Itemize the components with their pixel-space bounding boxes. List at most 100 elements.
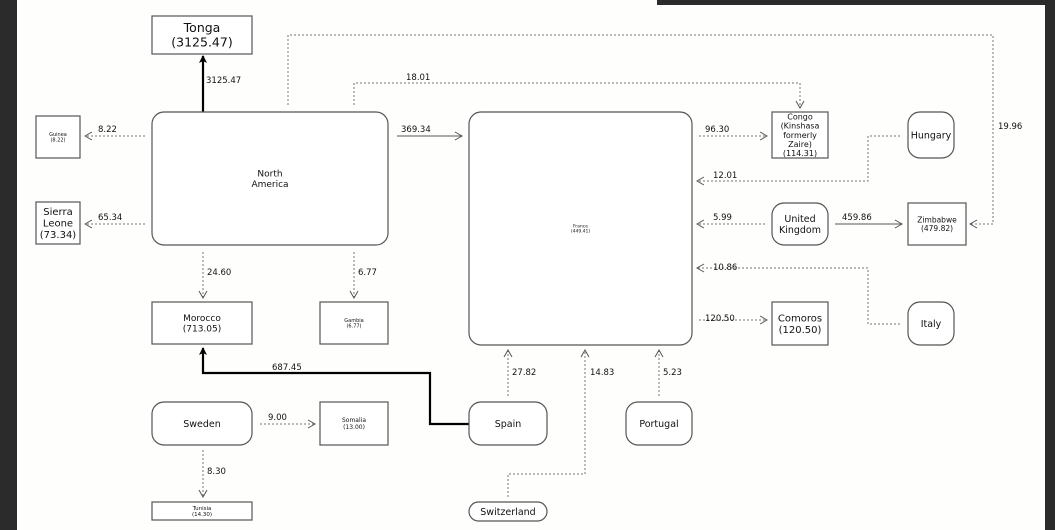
node-guinea[interactable]: Guinea(8.22) (35, 115, 81, 159)
edge-hungary-to-france: 12.01 (695, 135, 900, 186)
edge-north_america-to-france: 369.34 (397, 125, 464, 141)
node-label: (449.41) (571, 229, 591, 235)
edge-france-to-comoros: 120.50 (699, 314, 769, 325)
node-shape (625, 401, 693, 446)
node-label: Zimbabwe (917, 215, 957, 224)
edge-value-label: 14.83 (590, 368, 614, 378)
edge-value-label: 5.99 (713, 213, 732, 223)
edge-value-label: 3125.47 (206, 76, 241, 86)
node-shape (151, 301, 253, 345)
node-zimbabwe[interactable]: Zimbabwe(479.82) (907, 202, 967, 246)
node-label: Gambia (344, 318, 363, 324)
node-label: France (573, 223, 588, 229)
node-shape (319, 301, 389, 345)
node-spain[interactable]: Spain (468, 401, 548, 446)
window-frame-left (0, 0, 17, 530)
node-portugal[interactable]: Portugal (625, 401, 693, 446)
node-shape (907, 202, 967, 246)
node-shape (35, 115, 81, 159)
edge-line (353, 82, 805, 110)
node-france[interactable]: France(449.41) (468, 111, 693, 346)
node-label: Guinea (49, 132, 67, 138)
node-label: United (784, 214, 815, 225)
node-label: (Kinshasa (781, 122, 820, 131)
node-shape (468, 501, 548, 522)
edge-value-label: 27.82 (512, 368, 536, 378)
node-comoros[interactable]: Comoros(120.50) (771, 301, 829, 346)
edge-line (695, 135, 900, 186)
node-label: (73.34) (40, 230, 77, 241)
node-switzerland[interactable]: Switzerland (468, 501, 548, 522)
edge-france-to-congo: 96.30 (699, 125, 769, 141)
node-shape (151, 401, 253, 446)
node-label: (8.22) (50, 138, 65, 144)
node-label: Morocco (183, 314, 221, 324)
node-shape (35, 201, 81, 245)
node-label: Sierra (43, 207, 72, 218)
node-somalia[interactable]: Somalia(13.00) (319, 401, 389, 446)
node-sweden[interactable]: Sweden (151, 401, 253, 446)
edge-value-label: 6.77 (358, 268, 377, 278)
edge-italy-to-france: 10.86 (695, 263, 900, 325)
node-label: (14.30) (192, 512, 212, 518)
edge-line (695, 263, 900, 325)
edge-portugal-to-france: 5.23 (654, 348, 682, 396)
edge-value-label: 10.86 (713, 263, 737, 273)
edge-value-label: 459.86 (842, 213, 872, 223)
node-shape (468, 111, 693, 346)
edge-north_america-to-sierra_leone: 65.34 (83, 213, 145, 229)
node-label: formerly (783, 131, 817, 140)
node-label: (13.00) (343, 424, 365, 431)
node-shape (771, 111, 829, 159)
node-label: Comoros (778, 313, 822, 324)
node-label: Kingdom (779, 225, 821, 236)
node-label: America (251, 180, 288, 190)
edge-value-label: 9.00 (268, 413, 287, 423)
window-frame-top (657, 0, 1055, 5)
edge-value-label: 8.30 (207, 467, 226, 477)
node-italy[interactable]: Italy (907, 301, 955, 346)
node-label: North (257, 169, 282, 179)
edge-north_america-to-guinea: 8.22 (83, 125, 145, 141)
node-label: Congo (787, 112, 813, 121)
node-label: Leone (43, 219, 73, 230)
node-hungary[interactable]: Hungary (907, 111, 955, 159)
edge-switzerland-to-france: 14.83 (507, 348, 614, 497)
node-label: Tunisia (192, 506, 212, 512)
node-tonga[interactable]: Tonga(3125.47) (151, 15, 253, 55)
edge-line (199, 347, 469, 426)
node-tunisia[interactable]: Tunisia(14.30) (151, 501, 253, 521)
edge-value-label: 5.23 (663, 368, 682, 378)
edge-line (507, 348, 590, 497)
edge-value-label: 19.96 (998, 122, 1022, 132)
edge-value-label: 687.45 (272, 363, 302, 373)
node-label: (120.50) (779, 325, 822, 336)
node-label: (114.31) (783, 149, 817, 158)
node-shape (319, 401, 389, 446)
node-gambia[interactable]: Gambia(6.77) (319, 301, 389, 345)
edge-north_america-to-morocco: 24.60 (198, 252, 231, 300)
node-shape (771, 301, 829, 346)
node-shape (771, 202, 829, 246)
edge-north_america-to-zimbabwe: 19.96 (287, 34, 1022, 229)
node-label: Sweden (183, 419, 221, 430)
edge-value-label: 369.34 (401, 125, 431, 135)
edge-value-label: 65.34 (98, 213, 122, 223)
edge-north_america-to-tonga: 3125.47 (199, 55, 241, 112)
node-label: Tonga (183, 20, 221, 35)
edge-value-label: 120.50 (705, 314, 735, 324)
node-label: (3125.47) (171, 35, 232, 50)
edge-north_america-to-gambia: 6.77 (349, 252, 377, 300)
node-morocco[interactable]: Morocco(713.05) (151, 301, 253, 345)
edge-spain-to-france: 27.82 (503, 348, 536, 396)
node-shape (151, 15, 253, 55)
node-label: Portugal (639, 419, 678, 430)
edge-spain-to-morocco: 687.45 (199, 347, 469, 426)
edge-sweden-to-tunisia: 8.30 (198, 450, 226, 499)
window-frame-right (1045, 0, 1055, 530)
